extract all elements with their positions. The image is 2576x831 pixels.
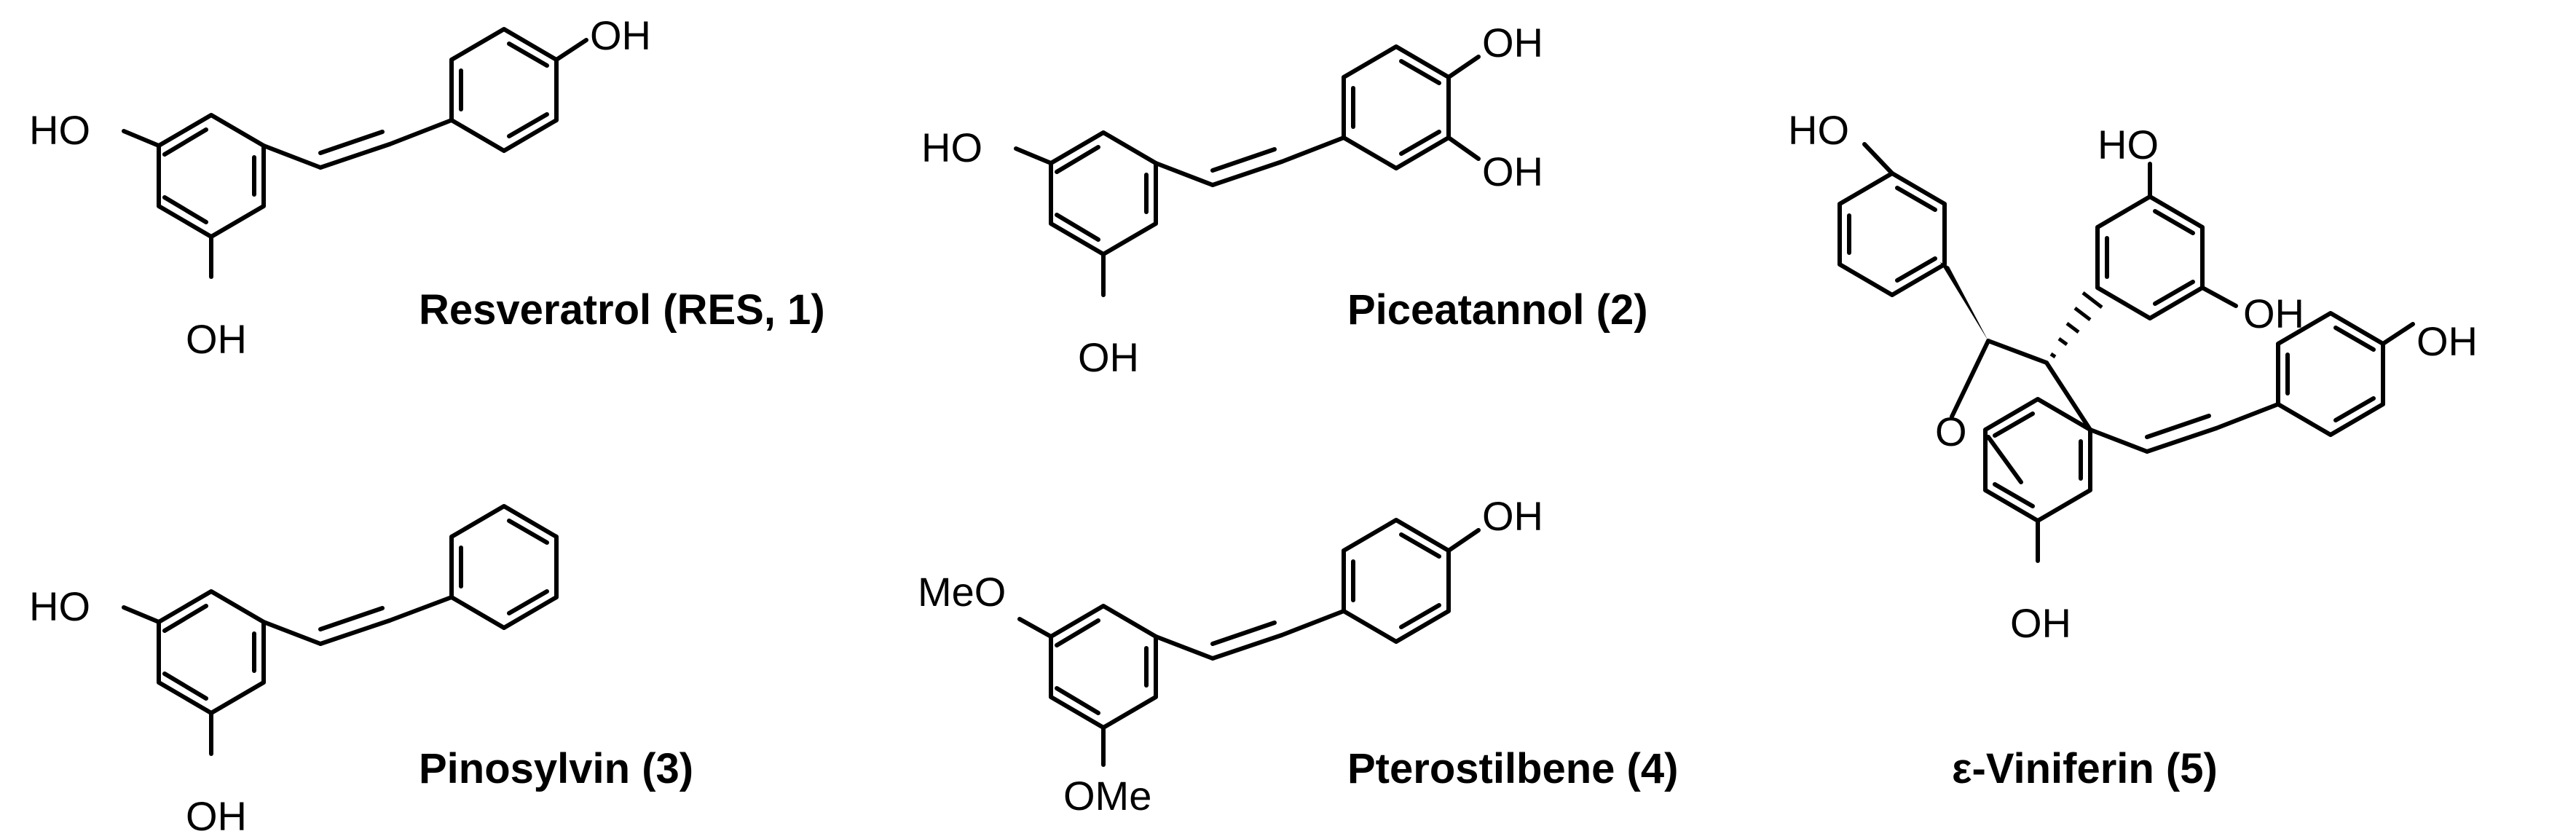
resveratrol-oh-para-label: OH: [590, 12, 651, 58]
compound-e-viniferin: HO HO OH O OH OH ε-Viniferin (5): [1788, 107, 2478, 792]
e-viniferin-furan-oxygen-label: O: [1935, 409, 1967, 454]
pinosylvin-caption: Pinosylvin (3): [419, 745, 693, 792]
piceatannol-caption: Piceatannol (2): [1347, 286, 1648, 334]
e-viniferin-resorcinol-ho-label: HO: [2098, 122, 2159, 168]
resveratrol-caption: Resveratrol (RES, 1): [419, 286, 825, 334]
compound-resveratrol: HO OH OH Resveratrol (RES, 1): [29, 12, 825, 362]
piceatannol-oh-meta-label: OH: [1482, 149, 1543, 194]
e-viniferin-phenol-ho-label: HO: [1788, 107, 1849, 153]
e-viniferin-core-oh-label: OH: [2010, 600, 2071, 646]
pterostilbene-oh-para-label: OH: [1482, 493, 1543, 539]
wedge-bond: [1940, 262, 1988, 341]
pterostilbene-meo-label: MeO: [918, 569, 1006, 615]
resveratrol-skeleton: [122, 27, 588, 279]
e-viniferin-skeleton: [1838, 142, 2415, 563]
compound-piceatannol: HO OH OH OH Piceatannol (2): [921, 20, 1648, 380]
piceatannol-skeleton: [1014, 44, 1481, 297]
compound-pinosylvin: HO OH Pinosylvin (3): [29, 504, 693, 831]
resveratrol-ho-label: HO: [29, 107, 90, 153]
e-viniferin-resorcinol-oh-label: OH: [2243, 291, 2304, 336]
resveratrol-oh-bottom-label: OH: [186, 316, 247, 362]
pterostilbene-skeleton: [1017, 518, 1481, 767]
pinosylvin-skeleton: [122, 504, 559, 756]
piceatannol-oh-para-label: OH: [1482, 20, 1543, 66]
hashed-bond: [2049, 291, 2103, 359]
compound-pterostilbene: MeO OMe OH Pterostilbene (4): [918, 493, 1678, 819]
pterostilbene-caption: Pterostilbene (4): [1347, 745, 1678, 792]
pinosylvin-ho-label: HO: [29, 583, 90, 629]
e-viniferin-caption: ε-Viniferin (5): [1952, 745, 2218, 792]
pterostilbene-ome-label: OMe: [1063, 773, 1151, 819]
piceatannol-oh-bottom-label: OH: [1078, 334, 1139, 380]
e-viniferin-styryl-oh-label: OH: [2417, 318, 2478, 364]
pinosylvin-oh-bottom-label: OH: [186, 793, 247, 831]
piceatannol-ho-label: HO: [921, 125, 982, 170]
